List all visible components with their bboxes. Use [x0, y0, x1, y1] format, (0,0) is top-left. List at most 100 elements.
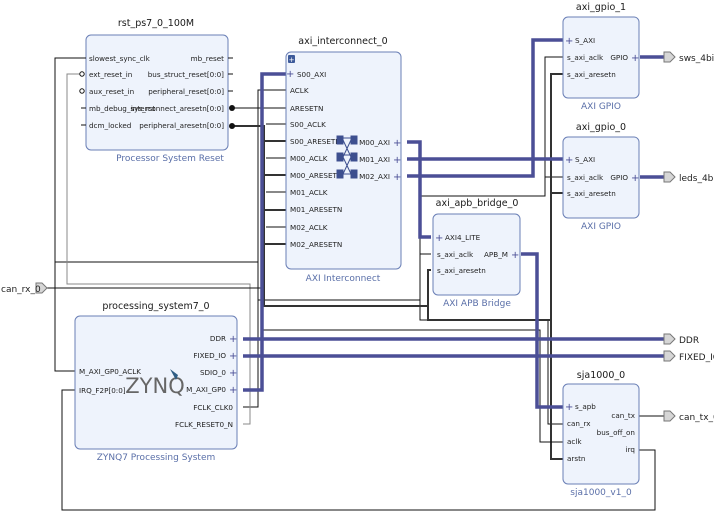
pin-label: AXI4_LITE [445, 233, 481, 242]
bus-plus-icon[interactable]: + [631, 53, 639, 64]
net-irq[interactable] [61, 389, 656, 511]
bus-plus-icon[interactable]: + [565, 402, 573, 413]
block-sja1000[interactable]: sja1000_0 + s_apb can_rx aclk arstn can_… [562, 370, 640, 498]
pin-label: mb_debug_sys_rst [89, 104, 155, 113]
zynq-logo: ZYNQ [125, 374, 184, 398]
block-body[interactable] [562, 383, 640, 485]
pin-label: peripheral_aresetn[0:0] [139, 121, 224, 130]
block-axi-apb-bridge[interactable]: axi_apb_bridge_0 + AXI4_LITE s_axi_aclk … [432, 198, 521, 309]
input-port-icon [35, 282, 48, 294]
pin-label: M00_ACLK [290, 154, 328, 163]
pin-label: can_rx [567, 419, 591, 428]
port-label: sws_4bits [679, 54, 714, 64]
block-instance-name: processing_system7_0 [102, 301, 209, 312]
port-label: leds_4bits [679, 174, 714, 184]
block-instance-name: sja1000_0 [577, 370, 625, 381]
block-axi-interconnect[interactable]: axi_interconnect_0 + + S00_AXI ACLK ARES… [285, 36, 402, 284]
external-port-sws[interactable]: sws_4bits [663, 51, 714, 64]
block-type-label: ZYNQ7 Processing System [97, 453, 216, 463]
pin-label: dcm_locked [89, 121, 131, 130]
pin-label: M01_ARESETN [290, 205, 342, 214]
bus-plus-icon[interactable]: + [511, 250, 519, 261]
bus-plus-icon[interactable]: + [565, 36, 573, 47]
external-port-fixed-io[interactable]: FIXED_IO [663, 350, 714, 363]
pin-label: FIXED_IO [193, 351, 226, 360]
pin-label: M02_ARESETN [290, 240, 342, 249]
pin-label: M01_ACLK [290, 188, 328, 197]
bus-m-axi-gp0[interactable] [243, 72, 286, 392]
pin-label: M00_AXI [359, 138, 390, 147]
port-label: FIXED_IO [679, 353, 714, 363]
external-port-can-rx[interactable]: can_rx_0 [1, 282, 48, 295]
block-body[interactable] [562, 136, 640, 219]
pin-label: aclk [567, 437, 582, 446]
bus-plus-icon[interactable]: + [286, 69, 294, 80]
port-label: can_tx_0 [679, 413, 714, 423]
external-port-leds[interactable]: leds_4bits [663, 171, 714, 184]
bus-plus-icon[interactable]: + [565, 155, 573, 166]
port-label: can_rx_0 [1, 285, 41, 295]
pin-label: mb_reset [191, 54, 225, 63]
pin-label: SDIO_0 [200, 368, 226, 377]
pin-label: GPIO [610, 53, 628, 62]
bus-plus-icon[interactable]: + [229, 368, 237, 379]
bus-plus-icon[interactable]: + [393, 172, 401, 183]
net-fclk-reset[interactable] [66, 73, 251, 425]
net-can-rx[interactable] [46, 287, 563, 443]
pin-label: s_axi_aclk [567, 53, 604, 62]
block-type-label: sja1000_v1_0 [570, 488, 632, 498]
expand-icon[interactable] [288, 55, 295, 63]
block-type-label: AXI APB Bridge [443, 299, 511, 309]
pin-stubs [79, 57, 235, 129]
pin-label: ARESETN [290, 104, 323, 113]
pin-label: s_axi_aclk [437, 250, 474, 259]
block-instance-name: axi_apb_bridge_0 [436, 198, 519, 209]
block-body[interactable] [562, 16, 640, 99]
bus-m00-axi[interactable] [407, 140, 431, 239]
block-body[interactable] [85, 34, 229, 151]
pin-label: S_AXI [575, 36, 595, 45]
bus-plus-icon[interactable]: + [229, 351, 237, 362]
pin-label: peripheral_reset[0:0] [148, 87, 224, 96]
net-peripheral-aresetn[interactable] [233, 73, 563, 460]
pin-label: IRQ_F2P[0:0] [79, 386, 126, 395]
pin-label: APB_M [484, 250, 508, 259]
pin-label: M02_ACLK [290, 223, 328, 232]
expand-plus-glyph: + [289, 56, 295, 64]
block-rst-ps7[interactable]: rst_ps7_0_100M slowest_sync_clk ext_rese… [79, 18, 235, 164]
bus-plus-icon[interactable]: + [435, 233, 443, 244]
pin-label: s_apb [575, 402, 596, 411]
pin-label: bus_struct_reset[0:0] [148, 70, 224, 79]
external-port-can-tx[interactable]: can_tx_0 [663, 410, 714, 423]
bus-plus-icon[interactable]: + [229, 334, 237, 345]
bus-plus-icon[interactable]: + [393, 138, 401, 149]
block-axi-gpio-1[interactable]: axi_gpio_1 + S_AXI s_axi_aclk s_axi_ares… [562, 2, 640, 112]
pin-label: DDR [210, 334, 226, 343]
output-port-icon [663, 333, 676, 345]
bus-apb[interactable] [521, 252, 563, 409]
bus-m02-axi[interactable] [407, 38, 563, 178]
bus-plus-icon[interactable]: + [631, 173, 639, 184]
crossbar-icon [336, 135, 358, 179]
nets [46, 38, 664, 511]
pin-label: S_AXI [575, 155, 595, 164]
port-label: DDR [679, 336, 699, 346]
pin-label: slowest_sync_clk [89, 54, 151, 63]
net-fclk-clk0[interactable] [54, 56, 563, 425]
block-type-label: AXI GPIO [581, 102, 621, 112]
block-body[interactable] [432, 213, 521, 296]
block-axi-gpio-0[interactable]: axi_gpio_0 + S_AXI s_axi_aclk s_axi_ares… [562, 122, 640, 232]
pin-label: M_AXI_GP0_ACLK [79, 367, 141, 376]
bus-plus-icon[interactable]: + [229, 385, 237, 396]
external-port-ddr[interactable]: DDR [663, 333, 699, 346]
block-instance-name: axi_gpio_0 [576, 122, 626, 133]
bus-plus-icon[interactable]: + [393, 155, 401, 166]
output-port-icon [663, 171, 676, 183]
pin-label: S00_ARESETN [290, 137, 341, 146]
pin-label: interconnect_aresetn[0:0] [131, 104, 224, 113]
zynq-logo-mark-icon [170, 369, 178, 380]
block-processing-system7[interactable]: processing_system7_0 M_AXI_GP0_ACLK IRQ_… [74, 301, 238, 463]
pin-label: arstn [567, 454, 585, 463]
block-body[interactable] [74, 315, 238, 450]
